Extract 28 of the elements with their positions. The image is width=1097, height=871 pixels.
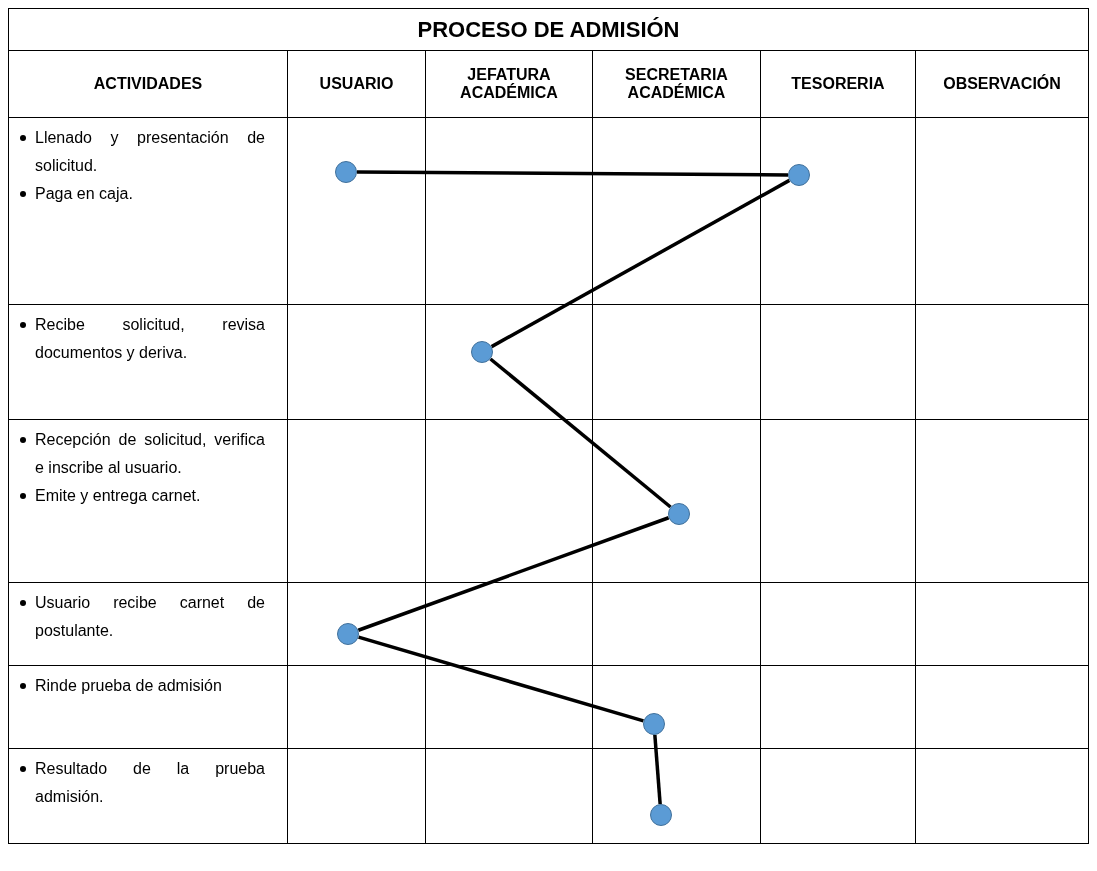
activity-text: Usuario recibe carnet de postulante. bbox=[35, 593, 265, 641]
activity-text: Recepción de solicitud, verifica e inscribe al usuario. bbox=[35, 430, 265, 478]
table-title: PROCESO DE ADMISIÓN bbox=[417, 16, 680, 42]
activity-text: Llenado y presentación de solicitud. bbox=[35, 128, 265, 176]
column-header: ACTIVIDADES bbox=[93, 75, 203, 92]
activity-text: Rinde prueba de admisión bbox=[35, 676, 223, 696]
circle-node bbox=[335, 161, 357, 183]
connector-line bbox=[357, 170, 788, 177]
connector-line bbox=[489, 357, 672, 509]
circle-node bbox=[643, 713, 665, 735]
circle-node bbox=[471, 341, 493, 363]
connector-line bbox=[357, 516, 670, 632]
column-header: TESORERIA bbox=[791, 75, 885, 92]
column-header: OBSERVACIÓN bbox=[943, 75, 1061, 92]
activity-text: Resultado de la prueba admisión. bbox=[35, 759, 265, 807]
activity-text: Paga en caja. bbox=[35, 184, 134, 204]
activity-text: Recibe solicitud, revisa documentos y deriva. bbox=[35, 315, 265, 363]
activity-text: Emite y entrega carnet. bbox=[35, 486, 202, 506]
circle-node bbox=[337, 623, 359, 645]
connector-line bbox=[358, 635, 644, 723]
column-header: USUARIO bbox=[319, 75, 394, 92]
connector-line bbox=[653, 734, 662, 805]
column-header: JEFATURA ACADÉMICA bbox=[460, 66, 558, 101]
circle-node bbox=[650, 804, 672, 826]
circle-node bbox=[788, 164, 810, 186]
circle-node bbox=[668, 503, 690, 525]
connector-line bbox=[490, 178, 791, 349]
column-header: SECRETARIA ACADÉMICA bbox=[625, 66, 728, 101]
